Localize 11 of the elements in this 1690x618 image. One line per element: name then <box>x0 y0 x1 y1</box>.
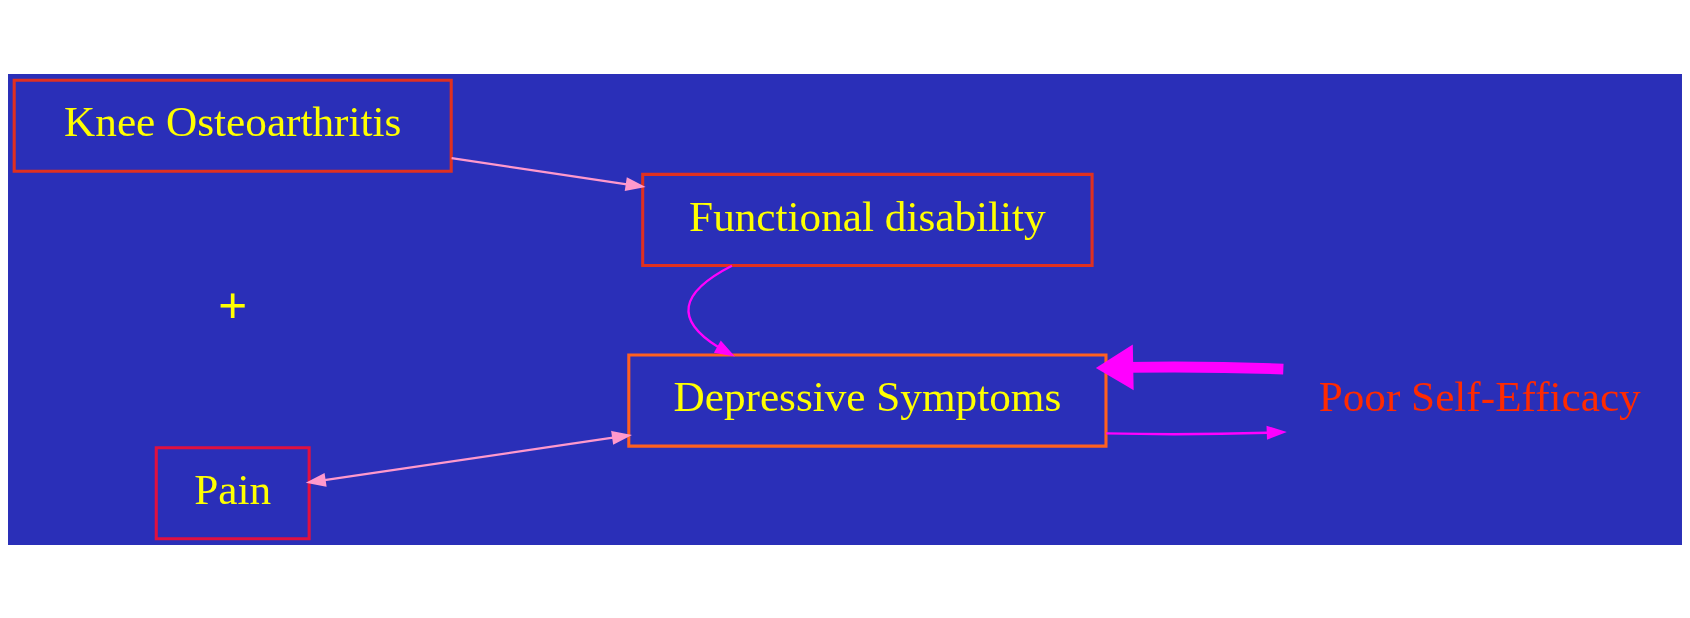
arrow <box>1106 425 1287 440</box>
node-box: Depressive Symptoms <box>627 353 1108 448</box>
label: + <box>218 276 248 332</box>
arrow <box>451 156 646 191</box>
node-text: Poor Self-Efficacy <box>1318 371 1641 420</box>
node-box: Functional disability <box>641 172 1094 267</box>
node-box: Knee Osteoarthritis <box>12 78 453 173</box>
arrow <box>305 430 633 487</box>
arrow <box>1095 343 1284 390</box>
node-box: Pain <box>154 445 311 540</box>
arrow <box>687 264 735 356</box>
